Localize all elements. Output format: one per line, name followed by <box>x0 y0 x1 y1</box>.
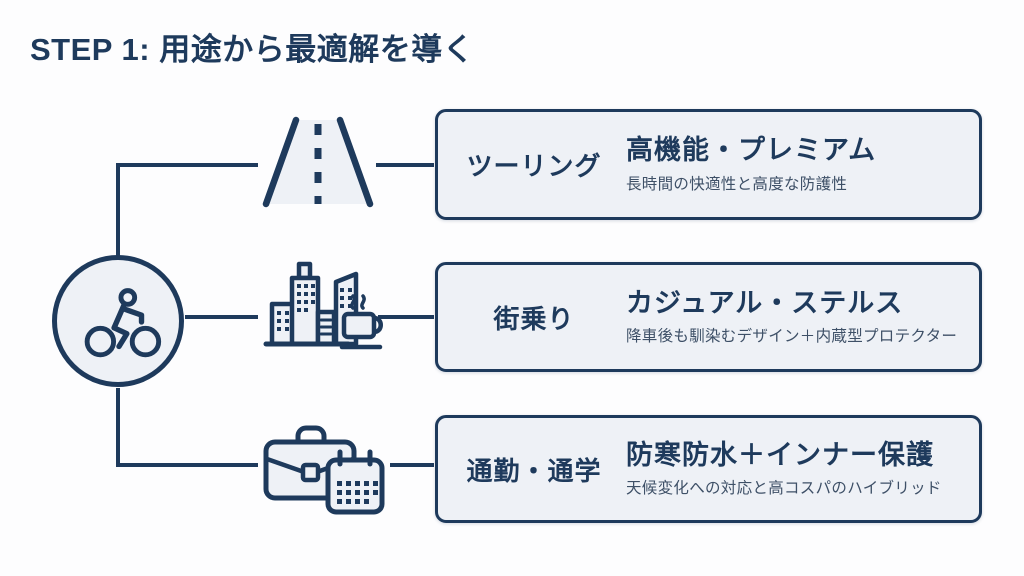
card-commute-label: 通勤・通学 <box>466 455 602 486</box>
card-commute-headline: 防寒防水＋インナー保護 <box>626 439 934 470</box>
hub-circle <box>52 255 184 387</box>
card-city-riding-headline: カジュアル・ステルス <box>626 287 904 318</box>
card-commute: 通勤・通学 防寒防水＋インナー保護 天候変化への対応と高コスパのハイブリッド <box>435 415 982 523</box>
card-touring-description: 長時間の快適性と高度な防護性 <box>626 175 848 193</box>
card-touring-headline: 高機能・プレミアム <box>626 135 877 166</box>
card-city-riding-label: 街乗り <box>493 303 575 334</box>
cyclist-icon <box>84 288 162 358</box>
card-city-riding-description: 降車後も馴染むデザイン＋内蔵型プロテクター <box>626 328 958 346</box>
card-commute-description: 天候変化への対応と高コスパのハイブリッド <box>626 480 942 498</box>
city-coffee-icon <box>260 250 390 367</box>
card-city-riding: 街乗り カジュアル・ステルス 降車後も馴染むデザイン＋内蔵型プロテクター <box>435 262 982 372</box>
card-touring-label: ツーリング <box>466 151 602 181</box>
road-icon <box>258 114 378 215</box>
page-title: STEP 1: 用途から最適解を導く <box>30 32 475 67</box>
card-touring: ツーリング 高機能・プレミアム 長時間の快適性と高度な防護性 <box>435 109 982 220</box>
briefcase-calendar-icon <box>260 414 390 527</box>
